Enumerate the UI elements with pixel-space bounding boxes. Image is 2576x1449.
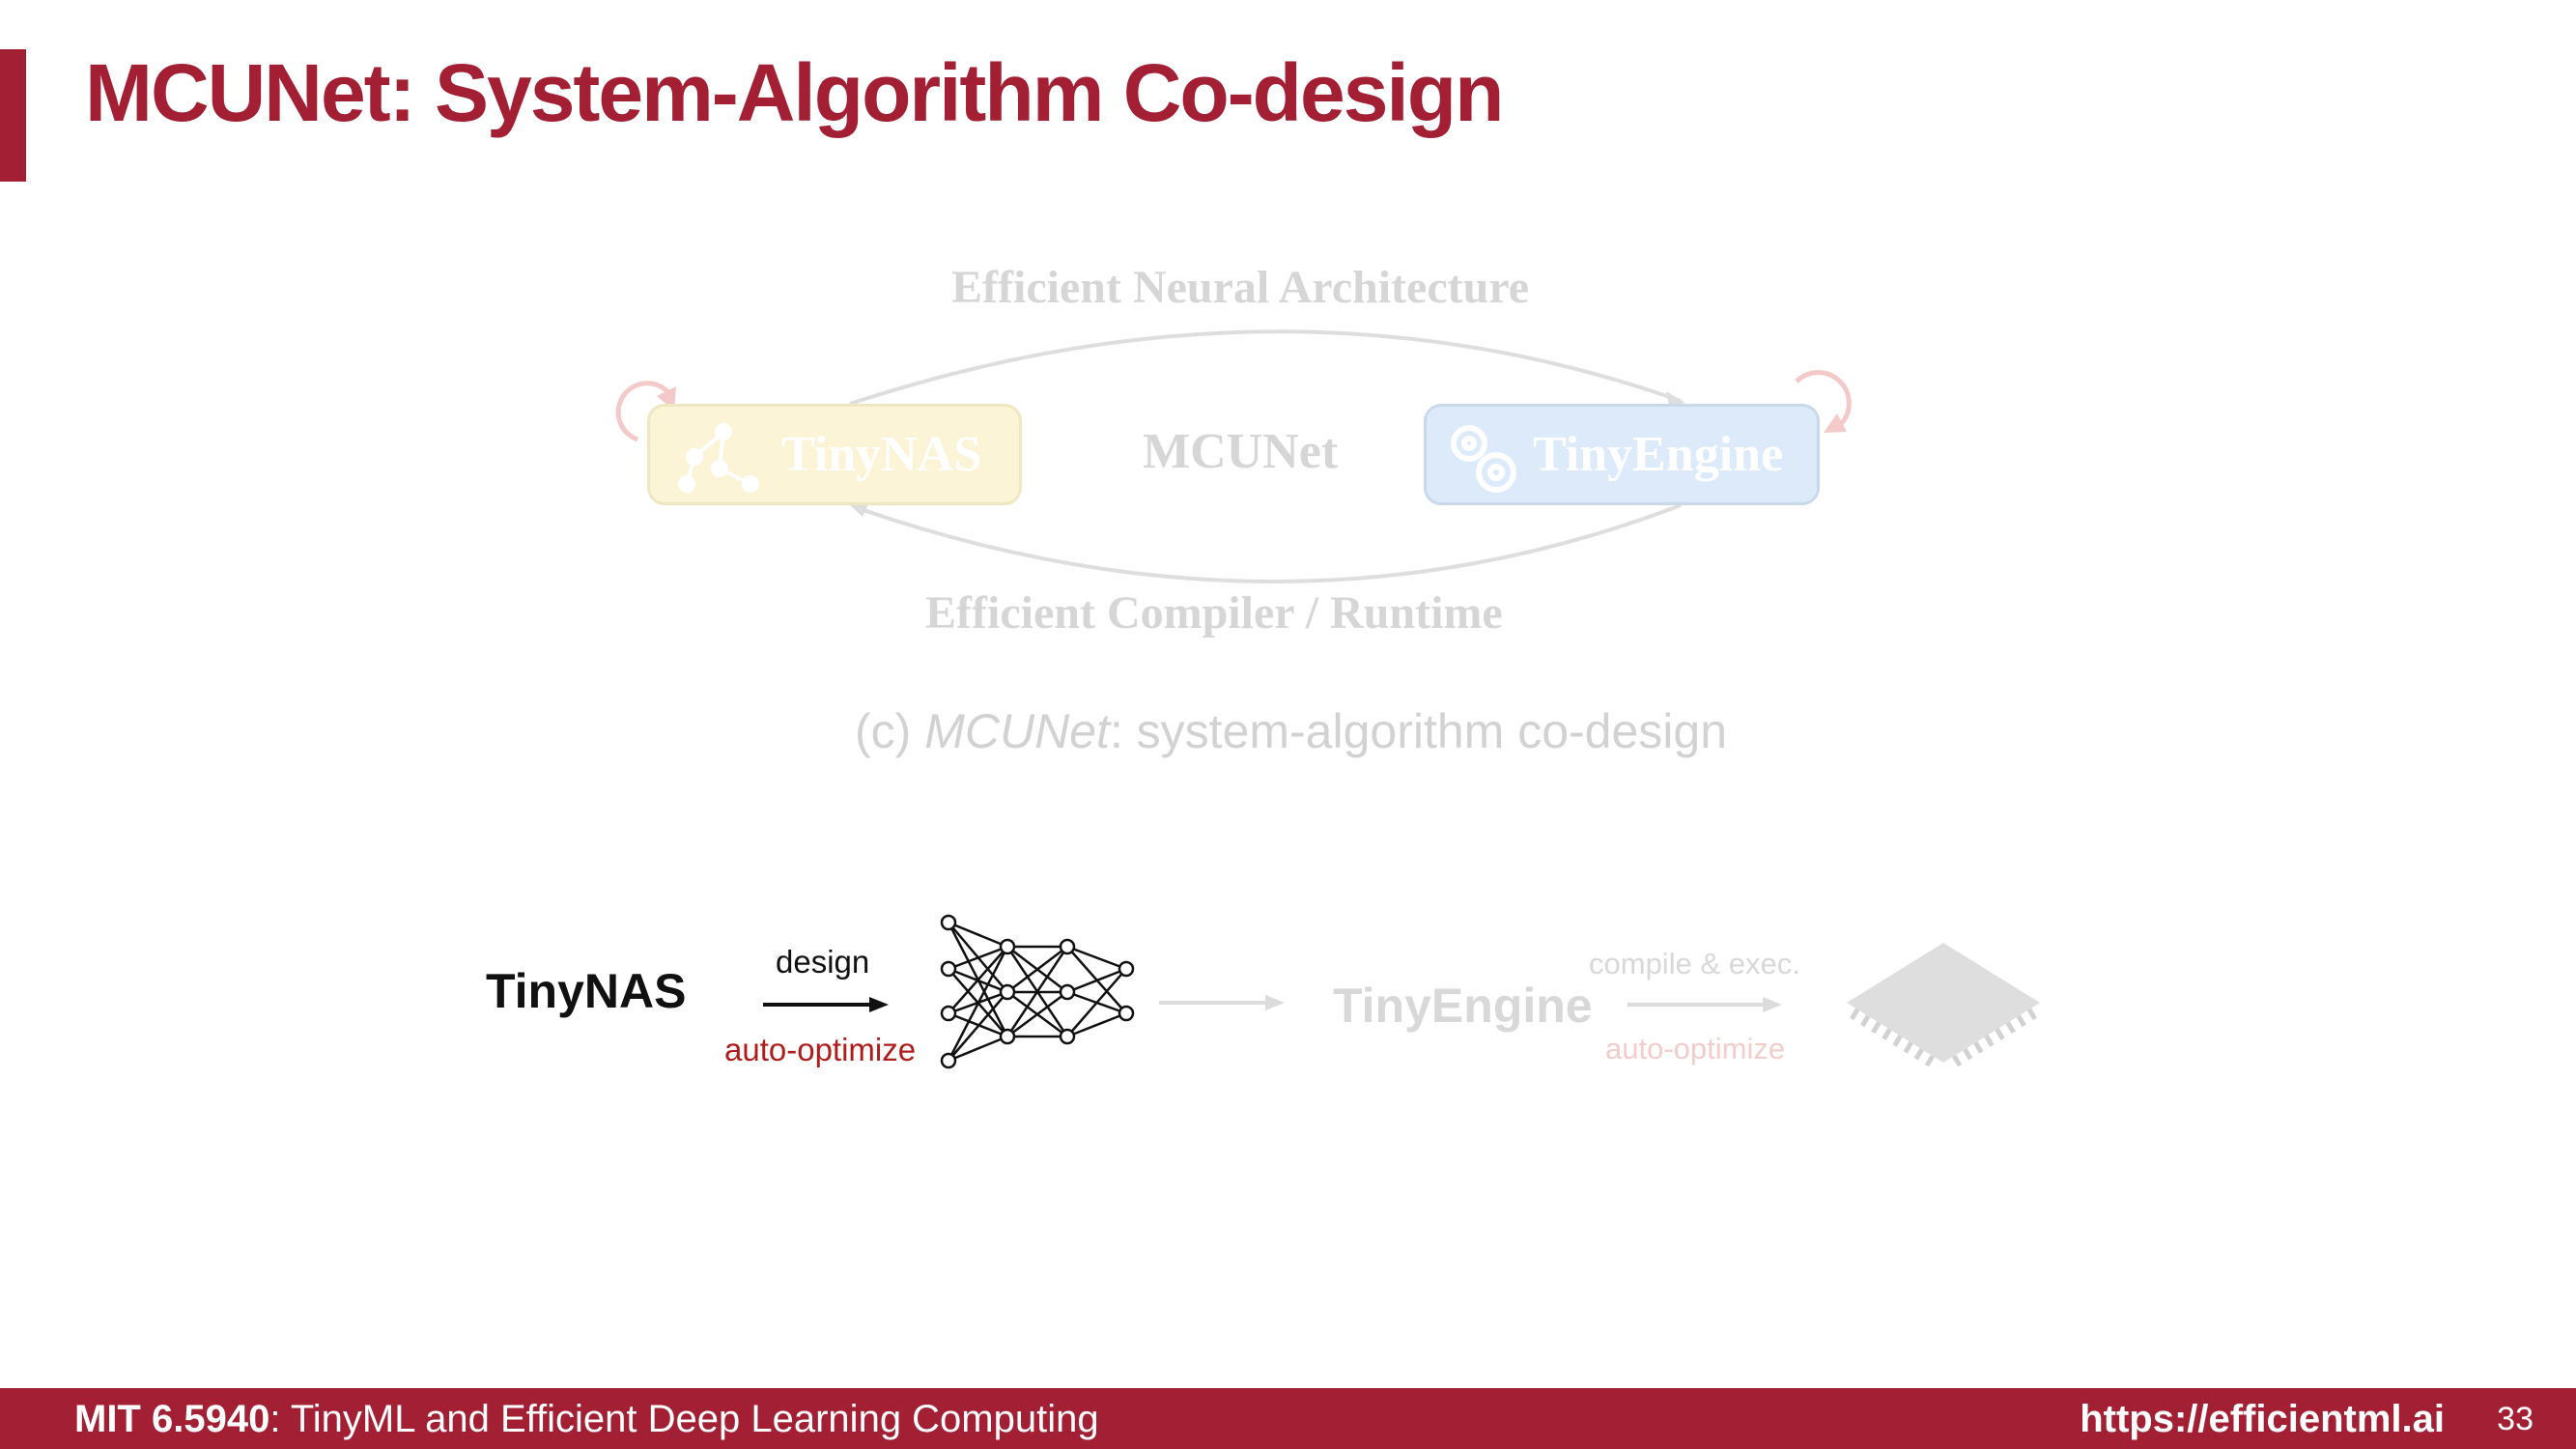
bottom-arc-label: Efficient Compiler / Runtime — [925, 587, 1503, 639]
compile-exec-label: compile & exec. — [1589, 947, 1800, 980]
diagram-caption: (c) MCUNet: system-algorithm co-design — [855, 704, 1728, 758]
right-loop-icon — [1795, 370, 1852, 427]
footer-url-link[interactable]: https://efficientml.ai — [2080, 1398, 2445, 1440]
tinyengine-box: TinyEngine — [1424, 404, 1820, 505]
microcontroller-chip-icon — [1847, 943, 2040, 1067]
center-label: MCUNet — [1143, 424, 1339, 479]
left-loop-icon — [615, 381, 674, 442]
tinynas-box: TinyNAS — [647, 404, 1022, 505]
page-number: 33 — [2497, 1401, 2534, 1437]
faded-arrow — [1159, 995, 1285, 1010]
tinyengine-box-label: TinyEngine — [1533, 427, 1784, 482]
flow-tinynas-label: TinyNAS — [486, 964, 687, 1018]
compile-arrow — [1628, 997, 1782, 1012]
top-arc-label: Efficient Neural Architecture — [951, 262, 1530, 313]
title-accent-bar — [0, 49, 26, 182]
tinynas-box-label: TinyNAS — [781, 427, 982, 482]
auto-optimize-label: auto-optimize — [724, 1032, 917, 1067]
design-arrow — [763, 997, 889, 1012]
slide-title: MCUNet: System-Algorithm Co-design — [85, 47, 1504, 138]
network-graph-icon — [678, 423, 759, 493]
flow-tinyengine-label: TinyEngine — [1333, 979, 1593, 1033]
design-label: design — [776, 944, 870, 980]
footer-course: MIT 6.5940: TinyML and Efficient Deep Le… — [74, 1398, 1099, 1440]
neural-network-icon — [940, 914, 1135, 1069]
gears-icon — [1451, 425, 1516, 493]
auto-optimize-faded-label: auto-optimize — [1605, 1032, 1786, 1065]
footer-bar: MIT 6.5940: TinyML and Efficient Deep Le… — [0, 1388, 2576, 1449]
